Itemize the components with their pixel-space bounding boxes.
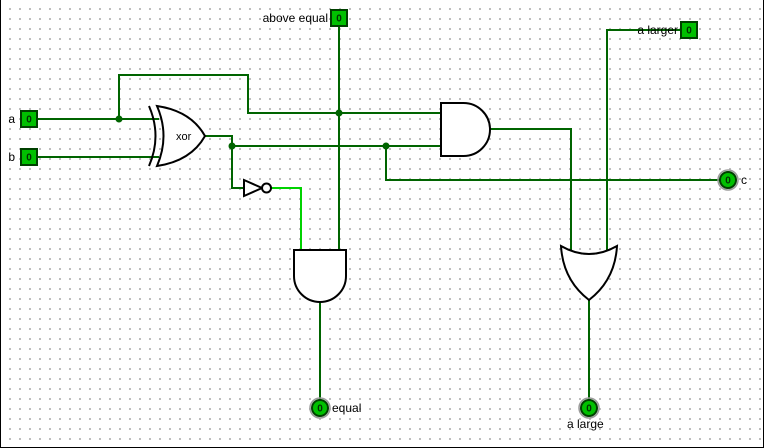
xor-gate-back-arc bbox=[148, 105, 157, 167]
pin-above-equal-label: above equal bbox=[263, 11, 328, 25]
wire-a-larger-down[interactable] bbox=[606, 29, 681, 252]
pin-a-larger-value: 0 bbox=[686, 26, 692, 37]
pin-above-equal[interactable] bbox=[330, 9, 348, 27]
xor-gate[interactable] bbox=[155, 104, 207, 168]
pin-equal-ring bbox=[309, 397, 331, 419]
pin-c-value: 0 bbox=[725, 176, 731, 187]
and-gate-bottom[interactable] bbox=[293, 249, 347, 303]
pin-above-equal-value: 0 bbox=[336, 14, 342, 25]
pin-a-large-value: 0 bbox=[586, 404, 592, 415]
pin-a-larger-label: a larger bbox=[637, 23, 678, 37]
or-gate-bottom[interactable] bbox=[559, 244, 619, 302]
wire-junction bbox=[228, 142, 236, 150]
pin-equal[interactable] bbox=[311, 399, 329, 417]
wire-junction bbox=[335, 109, 343, 117]
not-gate[interactable] bbox=[243, 178, 265, 198]
wire-not-out[interactable] bbox=[271, 187, 302, 250]
pin-a-large-label: a large bbox=[567, 417, 604, 431]
pin-a-value: 0 bbox=[26, 115, 32, 126]
pin-b[interactable] bbox=[20, 148, 38, 166]
wire-branch-to-c[interactable] bbox=[385, 146, 720, 181]
wire-junction bbox=[115, 115, 123, 123]
pin-a[interactable] bbox=[20, 110, 38, 128]
pin-a-larger[interactable] bbox=[680, 21, 698, 39]
pin-equal-label: equal bbox=[332, 401, 361, 415]
pin-c-ring bbox=[717, 169, 739, 191]
pin-c-label: c bbox=[741, 173, 747, 187]
not-gate-bubble bbox=[261, 182, 272, 194]
wire-junction bbox=[382, 142, 390, 150]
wire-a-branch-to-and[interactable] bbox=[118, 74, 441, 119]
wire-and-out-to-or[interactable] bbox=[490, 128, 572, 252]
pin-a-large-ring bbox=[578, 397, 600, 419]
pin-b-label: b bbox=[8, 150, 15, 164]
pin-b-value: 0 bbox=[26, 153, 32, 164]
pin-a-label: a bbox=[8, 112, 15, 126]
xor-gate-label: xor bbox=[176, 131, 192, 143]
pin-a-large[interactable] bbox=[580, 399, 598, 417]
and-gate-top[interactable] bbox=[440, 102, 491, 157]
pin-equal-value: 0 bbox=[317, 404, 323, 415]
wire-xor-out-to-not[interactable] bbox=[205, 135, 244, 189]
pin-c[interactable] bbox=[719, 171, 737, 189]
